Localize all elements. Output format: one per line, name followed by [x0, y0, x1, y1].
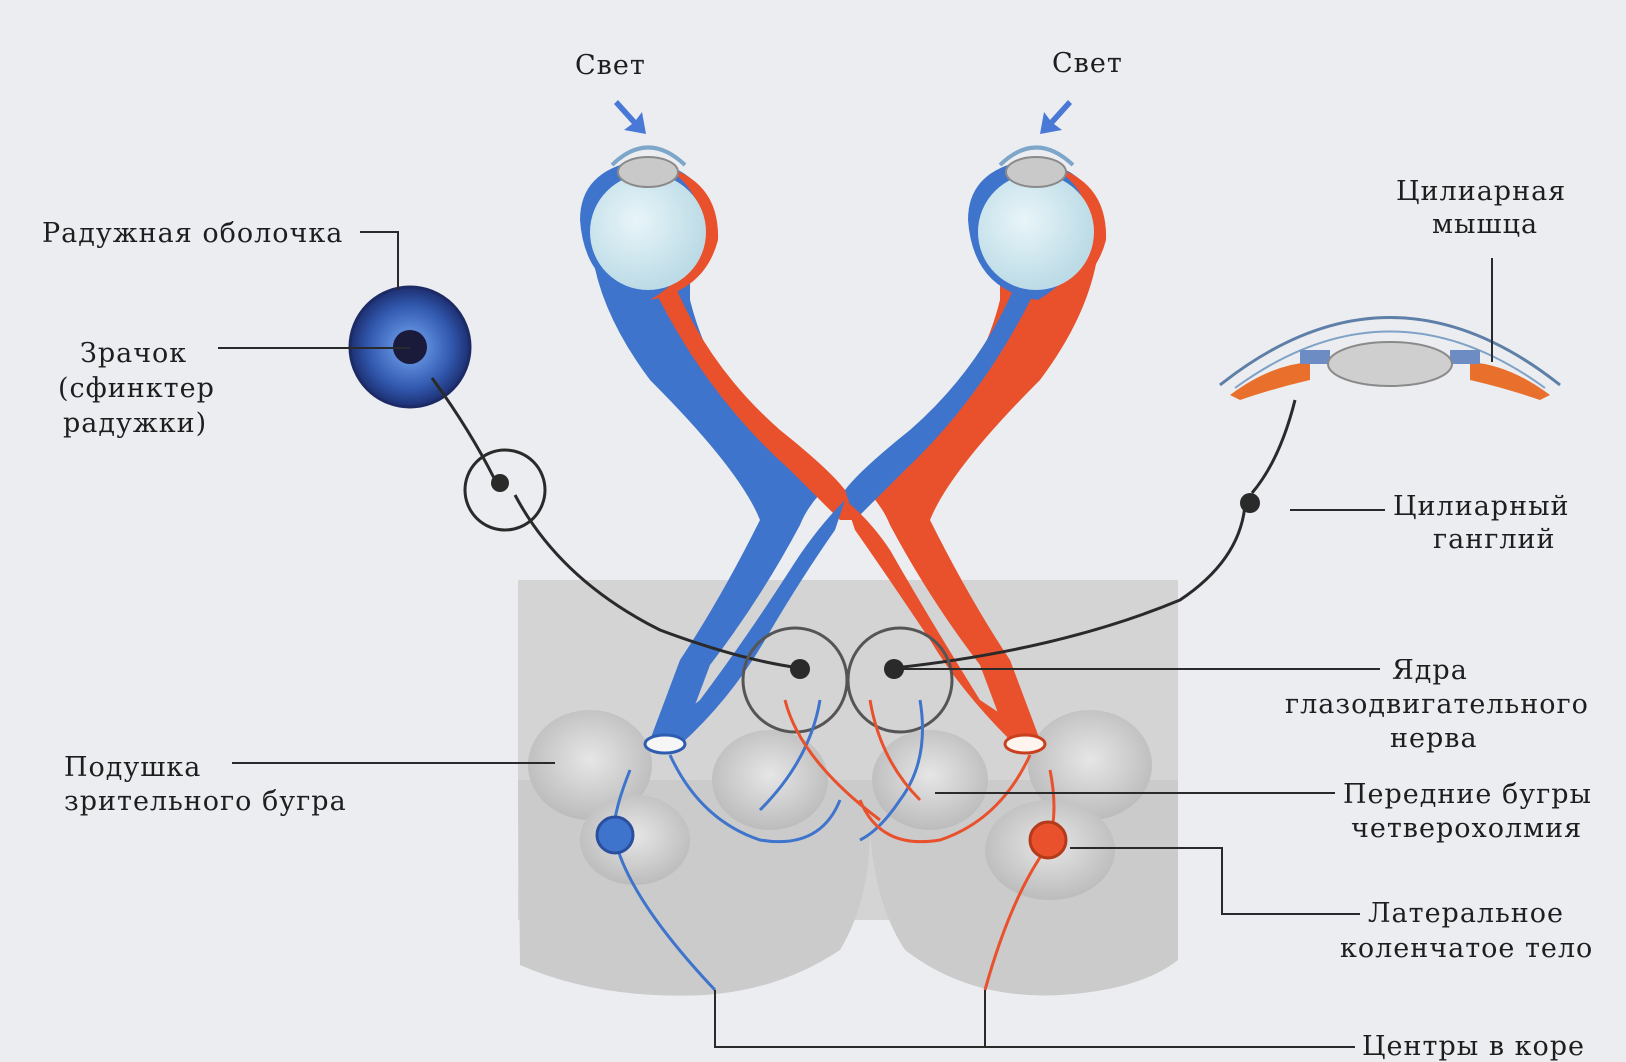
label-pulvinar-line2: зрительного бугра — [64, 786, 347, 817]
leader-iris — [360, 232, 398, 290]
light-arrow-right-icon — [1040, 100, 1072, 134]
left-eye-lens — [618, 157, 678, 187]
label-ciliary-muscle-line1: Цилиарная — [1396, 176, 1566, 207]
label-iris: Радужная оболочка — [42, 218, 343, 249]
label-ciliary-ganglion-line2: ганглий — [1433, 524, 1556, 555]
ciliary-ganglion-cell — [1240, 493, 1260, 513]
label-cortex: Центры в коре — [1362, 1031, 1585, 1062]
label-ciliary-ganglion-line1: Цилиарный — [1393, 491, 1570, 522]
oculomotor-cell-left — [790, 659, 810, 679]
lgb-right-marker — [1030, 822, 1066, 858]
colliculus-left — [712, 730, 828, 830]
label-colliculi-line1: Передние бугры — [1343, 779, 1592, 810]
ciliary-ganglion-left — [465, 450, 545, 530]
leader-cortex-left — [715, 990, 1355, 1047]
label-oculomotor-line1: Ядра — [1392, 655, 1468, 686]
ciliary-iris-right — [1450, 350, 1480, 364]
pupil-nerve-upper — [432, 378, 495, 480]
left-eye-globe — [590, 174, 706, 290]
label-lgb-line1: Латеральное — [1368, 898, 1564, 929]
lgb-left-marker — [597, 817, 633, 853]
right-eye-globe — [978, 174, 1094, 290]
label-ciliary-muscle-line2: мышца — [1432, 209, 1538, 240]
light-arrow-left — [614, 100, 646, 134]
label-pupil-line2: (сфинктер — [58, 373, 215, 404]
ciliary-nerve-upper — [1252, 400, 1295, 493]
label-colliculi-line2: четверохолмия — [1351, 813, 1582, 844]
light-arrow-left-icon — [614, 100, 646, 134]
label-pulvinar-line1: Подушка — [64, 752, 201, 783]
right-eyeball — [968, 148, 1106, 301]
right-eye-lens — [1006, 157, 1066, 187]
ciliary-illustration — [1220, 318, 1560, 401]
label-lgb-line2: коленчатое тело — [1340, 933, 1593, 964]
ciliary-iris-left — [1300, 350, 1330, 364]
label-light-right: Свет — [1052, 48, 1123, 79]
right-tract-end — [1005, 735, 1045, 753]
ganglion-cell-left — [491, 474, 509, 492]
light-arrow-right — [1040, 100, 1072, 134]
left-tract-end — [645, 735, 685, 753]
ciliary-lens — [1328, 342, 1452, 386]
label-pupil-line3: радужки) — [63, 408, 207, 439]
label-light-left: Свет — [575, 50, 646, 81]
label-oculomotor-line2: глазодвигательного — [1285, 689, 1589, 720]
label-pupil-line1: Зрачок — [80, 338, 187, 369]
label-oculomotor-line3: нерва — [1390, 723, 1478, 754]
brainstem-section — [518, 580, 1178, 996]
